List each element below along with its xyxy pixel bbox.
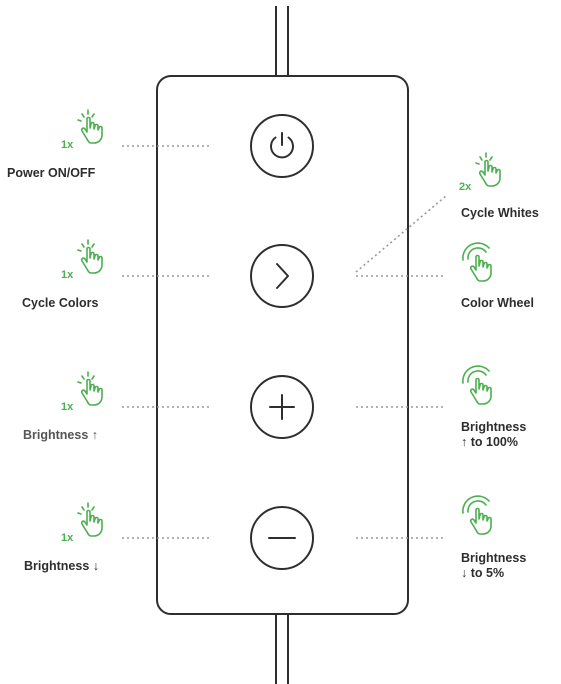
- next-button[interactable]: [249, 243, 315, 309]
- press-hold-hand-icon: [458, 495, 502, 538]
- brightness-up-button[interactable]: [249, 374, 315, 440]
- tap-hand-icon: [466, 151, 510, 191]
- cycle-whites-label: Cycle Whites: [461, 206, 539, 220]
- tap-hand-icon: [68, 370, 112, 410]
- tap-hand-icon: [68, 501, 112, 541]
- brightness-down-button[interactable]: [249, 505, 315, 571]
- multiplier-label: 1x: [61, 532, 74, 544]
- brightness-min-detail: ↓ to 5%: [461, 566, 505, 580]
- brightness-down-label: Brightness ↓: [24, 559, 100, 573]
- press-hold-hand-icon: [458, 365, 502, 408]
- press-hold-hand-icon: [458, 242, 502, 285]
- multiplier-label: 1x: [61, 139, 74, 151]
- multiplier-label: 1x: [61, 269, 74, 281]
- brightness-max-label: Brightness: [461, 420, 527, 434]
- remote-body: [156, 75, 409, 615]
- brightness-min-label: Brightness: [461, 551, 527, 565]
- cycle-colors-label: Cycle Colors: [22, 296, 99, 310]
- tap-hand-icon: [68, 238, 112, 278]
- tap-hand-icon: [68, 108, 112, 148]
- multiplier-label: 1x: [61, 401, 74, 413]
- power-label: Power ON/OFF: [7, 166, 96, 180]
- multiplier-label: 2x: [459, 181, 472, 193]
- brightness-max-detail: ↑ to 100%: [461, 435, 518, 449]
- power-icon: [270, 132, 294, 159]
- plus-icon: [269, 394, 295, 420]
- brightness-up-label: Brightness ↑: [23, 428, 99, 442]
- power-button[interactable]: [249, 113, 315, 179]
- color-wheel-label: Color Wheel: [461, 296, 534, 310]
- chevron-right-icon: [276, 263, 289, 289]
